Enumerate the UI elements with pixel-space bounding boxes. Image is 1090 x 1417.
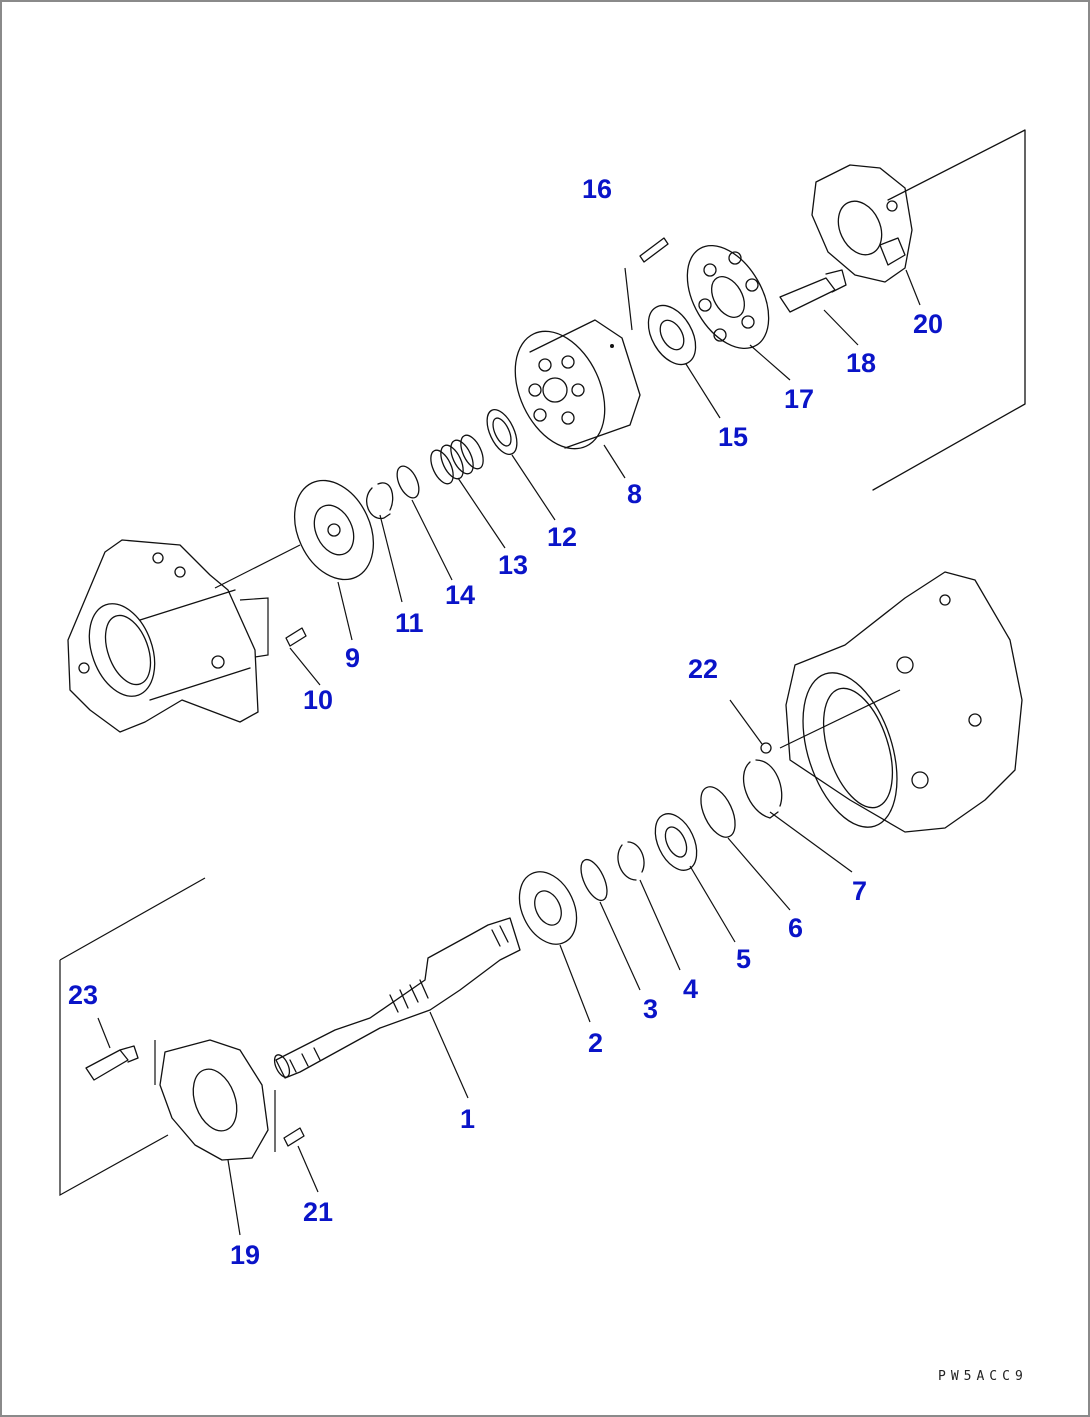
- pump-housing-right[interactable]: [779, 571, 1023, 839]
- callout-18: 18: [846, 348, 876, 378]
- part-3-washer[interactable]: [576, 856, 613, 904]
- callout-21: 21: [303, 1197, 333, 1227]
- callout-2: 2: [588, 1028, 603, 1058]
- part-7-snap-ring[interactable]: [742, 759, 783, 819]
- callout-1: 1: [460, 1104, 475, 1134]
- callout-5: 5: [736, 944, 751, 974]
- part-13-spring[interactable]: [426, 432, 488, 487]
- callout-16: 16: [582, 174, 612, 204]
- callout-17: 17: [784, 384, 814, 414]
- part-1-drive-shaft[interactable]: [271, 917, 521, 1079]
- callout-15: 15: [718, 422, 748, 452]
- callout-3: 3: [643, 994, 658, 1024]
- part-10-dowel-pin[interactable]: [285, 627, 321, 686]
- callout-7: 7: [852, 876, 867, 906]
- part-23-plug[interactable]: [85, 1045, 139, 1081]
- callout-12: 12: [547, 522, 577, 552]
- part-2-gear[interactable]: [508, 863, 587, 954]
- callout-23: 23: [68, 980, 98, 1010]
- callout-labels: 1 2 3 4 5 6 7 8 9 10 11 12 13 14 15 16 1…: [68, 174, 943, 1270]
- part-15-bearing[interactable]: [639, 297, 706, 372]
- part-4-snap-ring[interactable]: [617, 841, 645, 881]
- callout-10: 10: [303, 685, 333, 715]
- leader-lines: [97, 269, 921, 1236]
- callout-4: 4: [683, 974, 698, 1004]
- part-11-snap-ring[interactable]: [366, 482, 394, 520]
- callout-8: 8: [627, 479, 642, 509]
- part-14-washer[interactable]: [393, 463, 424, 501]
- drawing-code: PW5ACC9: [938, 1369, 1028, 1384]
- part-6-shim[interactable]: [694, 782, 742, 843]
- pump-housing-left[interactable]: [67, 539, 301, 733]
- part-20-end-cover[interactable]: [811, 129, 1026, 491]
- callout-19: 19: [230, 1240, 260, 1270]
- part-21-dowel-pin[interactable]: [283, 1127, 305, 1147]
- part-19-front-cover[interactable]: [59, 877, 276, 1197]
- callout-14: 14: [445, 580, 475, 610]
- callout-11: 11: [395, 608, 424, 638]
- part-17-valve-plate[interactable]: [671, 232, 786, 363]
- part-18-pin[interactable]: [779, 269, 847, 313]
- callout-6: 6: [788, 913, 803, 943]
- part-5-bearing[interactable]: [647, 807, 705, 877]
- callout-20: 20: [913, 309, 943, 339]
- callout-9: 9: [345, 643, 360, 673]
- callout-22: 22: [688, 654, 718, 684]
- part-8-cylinder-block[interactable]: [498, 317, 641, 463]
- part-9-swash-plate[interactable]: [279, 468, 388, 593]
- callout-13: 13: [498, 550, 528, 580]
- part-12-ring[interactable]: [481, 405, 523, 459]
- part-22-pin[interactable]: [729, 699, 772, 754]
- part-16-pin[interactable]: [624, 237, 669, 331]
